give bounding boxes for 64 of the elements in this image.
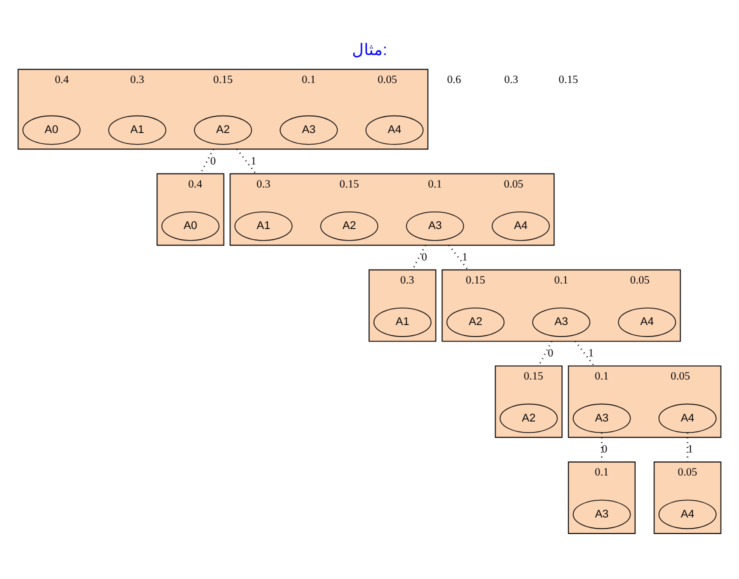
edge-label: 1 bbox=[588, 348, 594, 360]
node-ellipse: A1 bbox=[373, 308, 432, 337]
cluster bbox=[494, 365, 563, 438]
node-ellipse: A4 bbox=[658, 404, 716, 434]
node-label: 0.3 bbox=[130, 74, 144, 86]
edge-label: 0 bbox=[210, 155, 216, 168]
node-ellipse: A2 bbox=[320, 211, 378, 241]
node-label: 0.4 bbox=[188, 178, 202, 190]
node-label: 0.05 bbox=[678, 466, 698, 479]
cluster bbox=[18, 68, 428, 150]
cluster bbox=[230, 173, 555, 246]
cluster bbox=[442, 269, 681, 342]
connector bbox=[538, 340, 552, 366]
node-label: 0.3 bbox=[400, 274, 414, 287]
label: 0.3 bbox=[504, 74, 518, 86]
node-ellipse: A4 bbox=[618, 308, 676, 337]
edge-label: 1 bbox=[462, 251, 468, 264]
node-ellipse: A0 bbox=[22, 115, 80, 145]
node-label: 0.15 bbox=[466, 274, 486, 287]
node-label: 0.15 bbox=[213, 74, 233, 86]
node-label: 0.1 bbox=[428, 178, 442, 190]
node-label: 0.05 bbox=[504, 178, 524, 190]
node-label: 0.1 bbox=[554, 274, 568, 287]
node-ellipse: A3 bbox=[572, 404, 631, 434]
node-ellipse: A2 bbox=[500, 404, 558, 434]
node-label: 0.05 bbox=[378, 74, 398, 86]
label: 0.15 bbox=[558, 74, 578, 86]
node-ellipse: A0 bbox=[161, 211, 220, 241]
node-label: 0.4 bbox=[54, 74, 69, 86]
node-ellipse: A4 bbox=[658, 500, 716, 530]
node-label: 0.15 bbox=[524, 370, 544, 383]
node-label: 0.05 bbox=[670, 370, 690, 383]
node-label: 0.1 bbox=[594, 466, 609, 479]
node-label: 0.1 bbox=[594, 370, 609, 383]
node-label: 0.1 bbox=[302, 74, 316, 86]
edge-label: 1 bbox=[250, 155, 256, 168]
node-ellipse: A3 bbox=[532, 308, 590, 337]
connector bbox=[236, 148, 257, 174]
node-label: 0.05 bbox=[630, 274, 650, 287]
edge-label: 0 bbox=[548, 348, 554, 360]
edge-label: 0 bbox=[602, 444, 608, 456]
label: 0.6 bbox=[447, 74, 462, 86]
node-ellipse: A2 bbox=[194, 115, 252, 145]
node-ellipse: A4 bbox=[366, 115, 424, 145]
cluster bbox=[654, 462, 722, 534]
diagram-title: مثال: bbox=[352, 42, 388, 60]
node-ellipse: A3 bbox=[280, 115, 338, 145]
node-ellipse: A3 bbox=[406, 211, 464, 241]
cluster bbox=[568, 462, 636, 534]
node-ellipse: A2 bbox=[446, 308, 504, 337]
node-label: 0.3 bbox=[256, 178, 270, 190]
edge-label: 1 bbox=[688, 444, 694, 456]
node-label: 0.15 bbox=[340, 178, 359, 190]
cluster bbox=[568, 365, 722, 438]
node-ellipse: A4 bbox=[492, 211, 550, 241]
node-ellipse: A1 bbox=[234, 211, 292, 241]
cluster bbox=[156, 173, 224, 246]
connector bbox=[574, 340, 595, 366]
node-ellipse: A1 bbox=[108, 115, 166, 145]
connector bbox=[412, 244, 426, 270]
edge-label: 0 bbox=[422, 251, 428, 264]
cluster bbox=[368, 269, 436, 342]
node-ellipse: A3 bbox=[572, 500, 631, 530]
connector bbox=[448, 244, 469, 270]
